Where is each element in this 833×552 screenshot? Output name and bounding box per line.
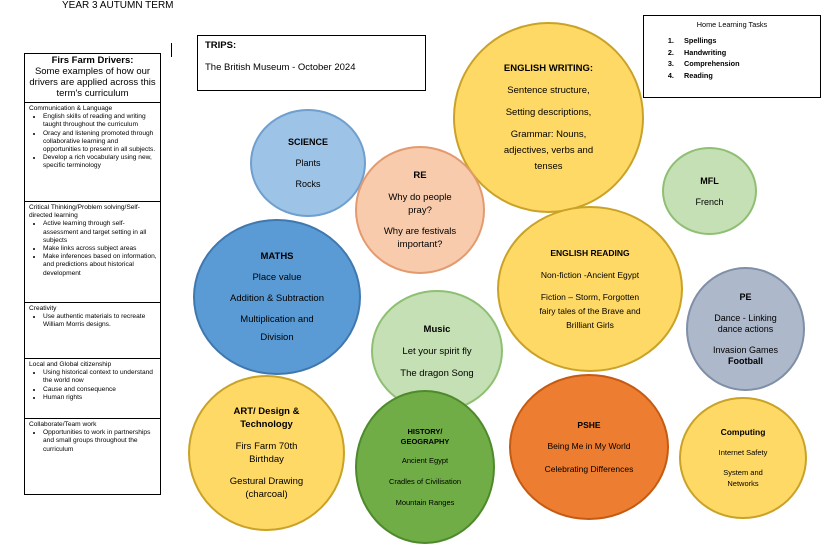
science-line: Rocks <box>295 179 321 189</box>
driver-item: Human rights <box>43 394 157 402</box>
home-learning-item: Reading <box>676 70 814 82</box>
trips-text: The British Museum - October 2024 <box>205 62 356 73</box>
driver-section-title: Critical Thinking/Problem solving/Self-d… <box>29 204 140 220</box>
pe-title: PE <box>739 291 752 302</box>
re-line: pray? <box>408 205 432 216</box>
maths-title: MATHS <box>260 251 294 262</box>
science-circle: SCIENCE Plants Rocks <box>250 109 366 217</box>
drivers-subtitle: Some examples of how our drivers are app… <box>29 66 156 99</box>
english-writing-line: Setting descriptions, <box>505 107 592 118</box>
music-title: Music <box>423 323 451 335</box>
driver-section: Creativity Use authentic materials to re… <box>25 303 160 359</box>
art-line: (charcoal) <box>245 489 288 500</box>
re-line: Why are festivals <box>383 226 457 237</box>
mfl-title: MFL <box>700 175 719 186</box>
music-line: Let your spirit fly <box>402 345 472 357</box>
home-learning-title: Home Learning Tasks <box>696 20 768 29</box>
re-line: Why do people <box>388 192 452 203</box>
pe-line: dance actions <box>717 323 774 334</box>
english-writing-line: tenses <box>534 161 563 172</box>
home-learning-item: Spellings <box>676 35 814 47</box>
english-writing-line: Sentence structure, <box>507 85 590 96</box>
pshe-circle: PSHE Being Me in My World Celebrating Di… <box>509 374 669 520</box>
driver-item: Make links across subject areas <box>43 245 157 253</box>
trips-box: TRIPS: The British Museum - October 2024 <box>197 35 426 91</box>
art-line: Birthday <box>249 454 284 465</box>
pshe-title: PSHE <box>577 420 601 430</box>
computing-circle: Computing Internet Safety System and Net… <box>679 397 807 519</box>
mfl-line: French <box>695 196 724 207</box>
driver-section-title: Communication & Language <box>29 105 113 112</box>
driver-item: Opportunities to work in partnerships an… <box>43 429 157 454</box>
english-reading-line: fairy tales of the Brave and <box>539 306 641 316</box>
science-line: Plants <box>295 158 321 168</box>
english-writing-circle: ENGLISH WRITING: Sentence structure, Set… <box>453 22 644 213</box>
maths-line: Addition & Subtraction <box>229 293 324 304</box>
driver-section: Collaborate/Team work Opportunities to w… <box>25 419 160 494</box>
maths-line: Multiplication and <box>240 314 314 325</box>
history-line: Cradles of Civilisation <box>388 476 462 486</box>
driver-item: Cause and consequence <box>43 386 157 394</box>
driver-item: Use authentic materials to recreate Will… <box>43 313 157 329</box>
history-line: Ancient Egypt <box>401 455 449 465</box>
home-learning-item: Comprehension <box>676 58 814 70</box>
maths-line: Division <box>260 332 294 343</box>
history-geography-circle: HISTORY/ GEOGRAPHY Ancient Egypt Cradles… <box>355 390 495 544</box>
english-reading-line: Fiction – Storm, Forgotten <box>540 292 640 302</box>
driver-item: Using historical context to understand t… <box>43 369 157 385</box>
art-line: Firs Farm 70th <box>235 441 298 452</box>
english-reading-title: ENGLISH READING <box>550 248 630 258</box>
english-writing-line: Grammar: Nouns, <box>510 129 587 140</box>
driver-section: Communication & Language English skills … <box>25 103 160 202</box>
art-circle: ART/ Design & Technology Firs Farm 70th … <box>188 375 345 531</box>
drivers-box: Firs Farm Drivers: Some examples of how … <box>24 53 161 495</box>
computing-line: System and <box>723 468 763 477</box>
music-line: The dragon Song <box>400 367 474 379</box>
pe-line: Football <box>728 355 763 366</box>
re-line: important? <box>397 239 443 250</box>
re-title: RE <box>413 170 427 181</box>
computing-title: Computing <box>720 427 766 437</box>
computing-line: Internet Safety <box>718 448 768 457</box>
english-reading-line: Brilliant Girls <box>566 320 614 330</box>
pe-line: Invasion Games <box>712 344 779 355</box>
trips-title: TRIPS: <box>205 40 237 51</box>
text-cursor <box>171 43 172 57</box>
pshe-line: Celebrating Differences <box>544 464 634 474</box>
english-reading-circle: ENGLISH READING Non-fiction -Ancient Egy… <box>497 206 683 372</box>
driver-item: Oracy and listening promoted through col… <box>43 130 157 155</box>
driver-section-title: Creativity <box>29 305 57 312</box>
driver-section: Critical Thinking/Problem solving/Self-d… <box>25 202 160 303</box>
driver-item: Develop a rich vocabulary using new, spe… <box>43 154 157 170</box>
driver-item: Make inferences based on information, an… <box>43 253 157 278</box>
pe-circle: PE Dance - Linking dance actions Invasio… <box>686 267 805 391</box>
pshe-line: Being Me in My World <box>547 441 631 451</box>
history-title: GEOGRAPHY <box>400 436 450 446</box>
re-circle: RE Why do people pray? Why are festivals… <box>355 146 485 274</box>
mfl-circle: MFL French <box>662 147 757 235</box>
science-title: SCIENCE <box>287 137 328 147</box>
art-line: Gestural Drawing <box>229 476 304 487</box>
english-writing-line: adjectives, verbs and <box>503 145 594 156</box>
maths-line: Place value <box>252 272 302 283</box>
maths-circle: MATHS Place value Addition & Subtraction… <box>193 219 361 375</box>
english-writing-title: ENGLISH WRITING: <box>503 63 594 74</box>
drivers-title-block: Firs Farm Drivers: Some examples of how … <box>25 54 160 103</box>
history-title: HISTORY/ <box>407 426 443 436</box>
art-title: Technology <box>240 419 293 430</box>
driver-section-title: Local and Global citizenship <box>29 361 112 368</box>
pe-line: Dance - Linking <box>714 312 777 323</box>
page-heading: YEAR 3 AUTUMN TERM <box>62 0 174 11</box>
driver-item: Active learning through self-assessment … <box>43 220 157 245</box>
computing-line: Networks <box>727 479 759 488</box>
art-title: ART/ Design & <box>233 406 300 417</box>
history-line: Mountain Ranges <box>395 497 455 507</box>
home-learning-item: Handwriting <box>676 47 814 59</box>
home-learning-box: Home Learning Tasks Spellings Handwritin… <box>643 15 821 98</box>
driver-section: Local and Global citizenship Using histo… <box>25 359 160 419</box>
drivers-title: Firs Farm Drivers: <box>51 55 134 66</box>
driver-section-title: Collaborate/Team work <box>29 421 97 428</box>
driver-item: English skills of reading and writing ta… <box>43 113 157 129</box>
english-reading-line: Non-fiction -Ancient Egypt <box>540 270 640 280</box>
